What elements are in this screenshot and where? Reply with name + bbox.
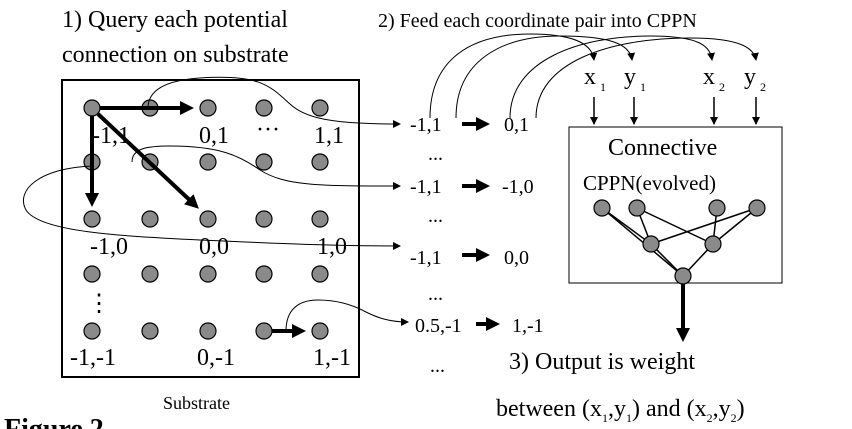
- node-r4c1: [141, 322, 159, 340]
- curve-query-1: [147, 76, 401, 128]
- input-x2-sub: 2: [719, 80, 725, 94]
- step3-text-a: between (x: [496, 396, 602, 422]
- node-r4c3: [255, 322, 273, 340]
- step3-sub-3: 2: [707, 411, 713, 425]
- cppn-output-node: [674, 267, 692, 285]
- substrate-nodes: [83, 99, 329, 340]
- substrate-box: [61, 79, 360, 378]
- step3-line1: 3) Output is weight: [509, 349, 695, 375]
- input-x1-sub: 1: [600, 80, 606, 94]
- node-r3c0: [83, 265, 101, 283]
- step3-sub-1: 1: [602, 411, 608, 425]
- coord-bot-left: -1,-1: [70, 345, 116, 371]
- node-r4c2: [199, 322, 217, 340]
- cppn-title-line1: Connective: [608, 135, 717, 161]
- pair-3-to: 0,0: [504, 247, 529, 269]
- node-r2c2: [199, 210, 217, 228]
- pair-2-to: -1,0: [502, 176, 534, 198]
- node-r1c2: [199, 153, 217, 171]
- coord-bot-right: 1,-1: [313, 345, 351, 371]
- curve-query-3: [23, 165, 401, 250]
- feed-arc-3: [509, 35, 715, 119]
- coord-top-mid: 0,1: [199, 123, 229, 149]
- pair-4-to: 1,-1: [512, 315, 544, 337]
- step3-sub-4: 2: [731, 411, 737, 425]
- input-y1-sub: 1: [640, 80, 646, 94]
- coord-vdots: ⋮: [87, 291, 111, 317]
- coord-mid-mid: 0,0: [199, 234, 229, 260]
- step3-text-e: ): [737, 396, 745, 422]
- pair-1-from: -1,1: [410, 114, 442, 136]
- cppn-input-node-1: [593, 199, 611, 217]
- step3-text-c: ) and (x: [632, 396, 707, 422]
- cppn-box: [568, 126, 783, 284]
- step3-text-d: ,y: [713, 396, 731, 422]
- coord-mid-left: -1,0: [90, 234, 128, 260]
- node-r3c4: [311, 265, 329, 283]
- ellipsis-1: ...: [428, 143, 443, 165]
- input-y2-sub: 2: [760, 80, 766, 94]
- coord-top-dots: ···: [256, 117, 280, 143]
- ellipsis-4: ...: [430, 355, 445, 377]
- node-r0c3: [255, 99, 273, 117]
- input-y2-var: y: [744, 64, 756, 90]
- step1-line2: connection on substrate: [62, 42, 289, 68]
- input-x1-var: x: [584, 64, 596, 90]
- ellipsis-2: ...: [428, 205, 443, 227]
- query-arrow-diagonal: [96, 112, 199, 209]
- node-r1c3: [255, 153, 273, 171]
- node-r0c2: [199, 99, 217, 117]
- cppn-inputs: x 1 y 1 x 2 y 2: [584, 64, 766, 94]
- coord-mid-right: 1,0: [317, 234, 347, 260]
- cppn-title-line2: CPPN(evolved): [583, 171, 716, 195]
- coord-top-left: -1,1: [92, 123, 130, 149]
- input-x2-var: x: [703, 64, 715, 90]
- step3-text-b: ,y: [608, 396, 626, 422]
- coord-top-right: 1,1: [314, 123, 344, 149]
- pair-3-from: -1,1: [410, 247, 442, 269]
- node-r0c4: [311, 99, 329, 117]
- node-r2c4: [311, 210, 329, 228]
- cppn-network: [593, 199, 766, 285]
- cppn-input-node-2: [628, 199, 646, 217]
- cppn-hidden-node-2: [704, 235, 722, 253]
- node-r4c0: [83, 322, 101, 340]
- node-r2c1: [141, 210, 159, 228]
- input-y1-var: y: [624, 64, 636, 90]
- node-r4c4: [311, 322, 329, 340]
- node-r2c0: [83, 210, 101, 228]
- step3-sub-2: 1: [626, 411, 632, 425]
- node-r0c0: [83, 99, 101, 117]
- step3-line2: between (x1,y1) and (x2,y2): [496, 396, 745, 425]
- ellipsis-3: ...: [428, 283, 443, 305]
- node-r3c3: [255, 265, 273, 283]
- cppn-hidden-node-1: [642, 235, 660, 253]
- node-r3c1: [141, 265, 159, 283]
- cppn-input-node-4: [748, 199, 766, 217]
- feed-arc-4: [535, 37, 759, 119]
- pair-4-from: 0.5,-1: [415, 315, 462, 337]
- figure-caption-partial: Figure 2: [4, 414, 104, 429]
- node-r1c4: [311, 153, 329, 171]
- node-r2c3: [255, 210, 273, 228]
- pair-2-from: -1,1: [410, 176, 442, 198]
- step2-title: 2) Feed each coordinate pair into CPPN: [378, 10, 697, 32]
- feed-arc-1: [429, 33, 598, 119]
- coord-bot-mid: 0,-1: [197, 345, 235, 371]
- step1-line1: 1) Query each potential: [62, 7, 288, 33]
- feed-arc-2: [455, 35, 636, 119]
- node-r3c2: [199, 265, 217, 283]
- cppn-input-node-3: [708, 199, 726, 217]
- curve-query-2: [131, 145, 401, 190]
- substrate-label: Substrate: [163, 393, 230, 413]
- pair-1-to: 0,1: [504, 114, 529, 136]
- curve-query-4: [285, 299, 409, 332]
